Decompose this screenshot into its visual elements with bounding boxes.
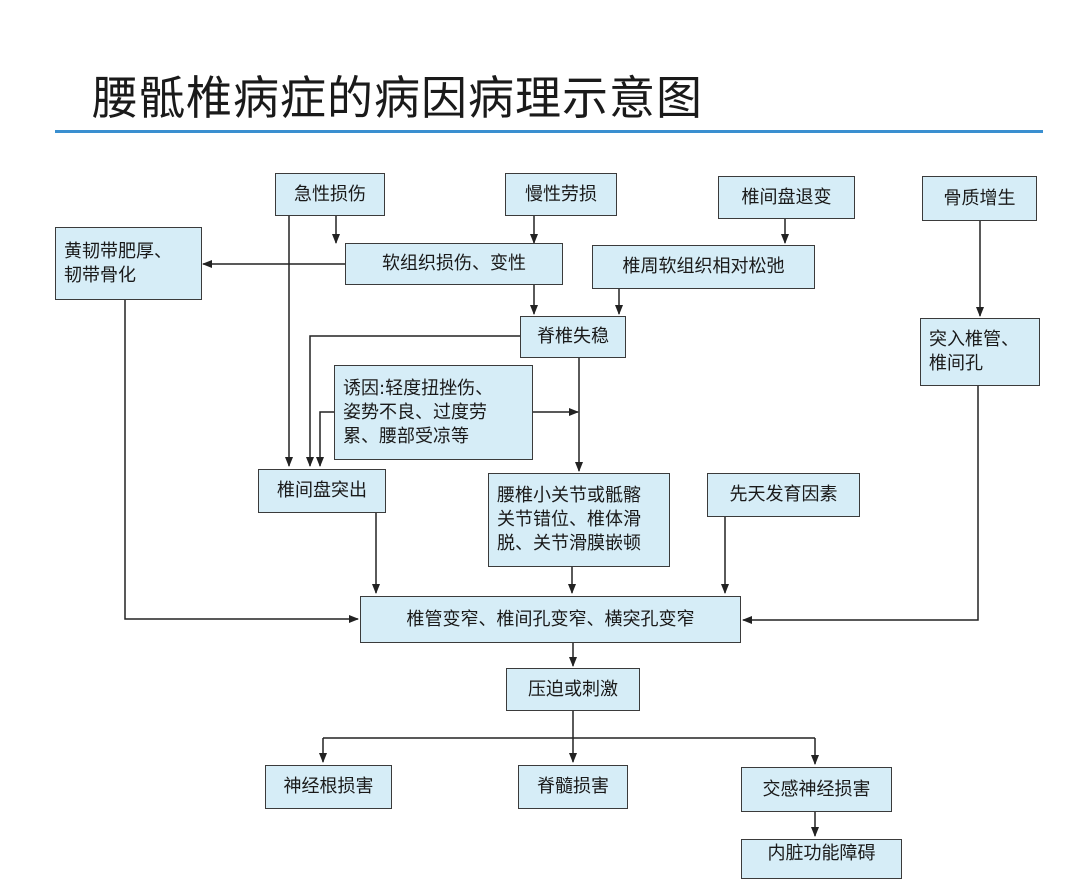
node-stenosis: 椎管变窄、椎间孔变窄、横突孔变窄 xyxy=(360,596,741,643)
node-protrusion-canal: 突入椎管、 椎间孔 xyxy=(920,318,1040,386)
node-acute-injury: 急性损伤 xyxy=(275,173,385,216)
node-compression: 压迫或刺激 xyxy=(506,668,640,711)
node-disc-degeneration: 椎间盘退变 xyxy=(718,176,855,219)
node-perivertebral-laxity: 椎周软组织相对松弛 xyxy=(592,245,815,289)
node-spinal-cord: 脊髓损害 xyxy=(518,765,628,809)
page-title: 腰骶椎病症的病因病理示意图 xyxy=(92,71,703,125)
node-soft-tissue-injury: 软组织损伤、变性 xyxy=(345,243,563,285)
node-bone-hyperplasia: 骨质增生 xyxy=(922,176,1037,221)
node-visceral: 内脏功能障碍 xyxy=(741,839,902,879)
node-sympathetic: 交感神经损害 xyxy=(741,767,892,812)
node-chronic-strain: 慢性劳损 xyxy=(505,173,617,216)
node-facet-dislocation: 腰椎小关节或骶髂 关节错位、椎体滑 脱、关节滑膜嵌顿 xyxy=(488,473,670,567)
node-ligament-thickening: 黄韧带肥厚、 韧带骨化 xyxy=(55,227,202,300)
node-triggers: 诱因:轻度扭挫伤、 姿势不良、过度劳 累、腰部受凉等 xyxy=(334,365,533,460)
node-nerve-root: 神经根损害 xyxy=(265,765,392,809)
node-spinal-instability: 脊椎失稳 xyxy=(520,316,626,358)
node-congenital: 先天发育因素 xyxy=(707,473,860,517)
title-divider xyxy=(55,130,1043,133)
node-disc-herniation: 椎间盘突出 xyxy=(258,469,386,513)
